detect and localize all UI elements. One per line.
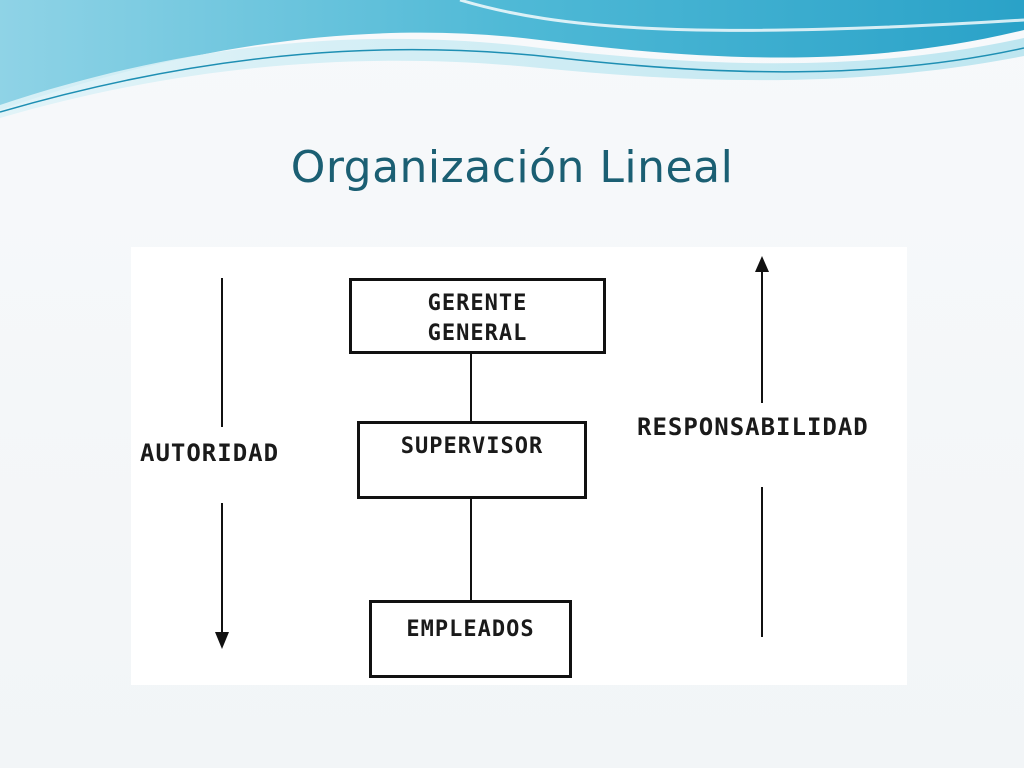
box-empleados: EMPLEADOS: [369, 600, 572, 678]
diagram-connectors: [215, 256, 769, 649]
label-autoridad: AUTORIDAD: [140, 439, 280, 467]
box-supervisor: SUPERVISOR: [357, 421, 587, 499]
box-gerente-line1: GERENTE: [427, 291, 528, 316]
authority-arrow-head: [215, 632, 229, 649]
slide-title: Organización Lineal: [290, 142, 734, 193]
box-gerente-line2: GENERAL: [427, 321, 528, 346]
org-chart-diagram: GERENTE GENERAL SUPERVISOR EMPLEADOS AUT…: [131, 247, 907, 685]
responsibility-arrow-head: [755, 256, 769, 272]
header-wave-decoration: [0, 0, 1024, 118]
label-responsabilidad: RESPONSABILIDAD: [637, 413, 869, 441]
box-gerente-general: GERENTE GENERAL: [349, 278, 606, 354]
